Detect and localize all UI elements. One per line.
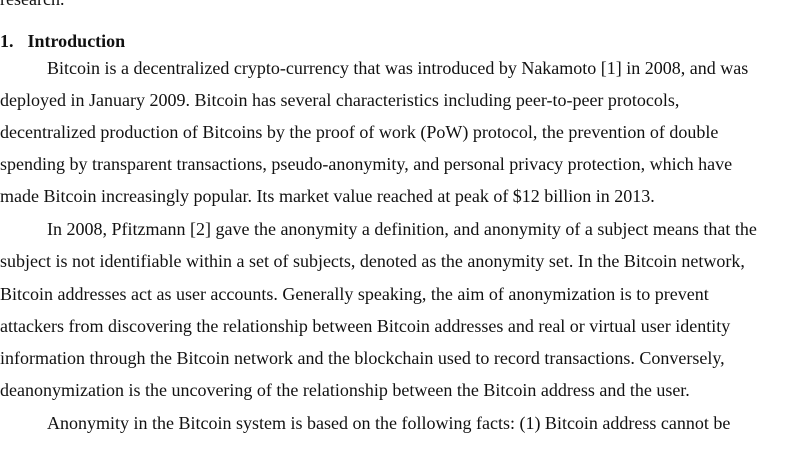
section-heading: 1. Introduction — [0, 30, 125, 52]
paragraph-line: spending by transparent transactions, ps… — [0, 154, 733, 174]
paragraph-line: Bitcoin addresses act as user accounts. … — [0, 284, 709, 304]
section-number: 1. — [0, 31, 14, 51]
paragraph-line: deployed in January 2009. Bitcoin has se… — [0, 90, 680, 110]
paragraph-line: deanonymization is the uncovering of the… — [0, 380, 690, 400]
paragraph-line: In 2008, Pfitzmann [2] gave the anonymit… — [47, 219, 757, 239]
paragraph-line: information through the Bitcoin network … — [0, 348, 725, 368]
section-title: Introduction — [27, 31, 126, 51]
previous-paragraph-tail: research. — [0, 0, 64, 10]
paragraph-line: subject is not identifiable within a set… — [0, 251, 745, 271]
paragraph-line: decentralized production of Bitcoins by … — [0, 122, 719, 142]
paragraph-line: made Bitcoin increasingly popular. Its m… — [0, 186, 655, 206]
paragraph-line: Bitcoin is a decentralized crypto-curren… — [47, 58, 749, 78]
paragraph-line: Anonymity in the Bitcoin system is based… — [47, 413, 731, 433]
paragraph-line: attackers from discovering the relations… — [0, 316, 731, 336]
